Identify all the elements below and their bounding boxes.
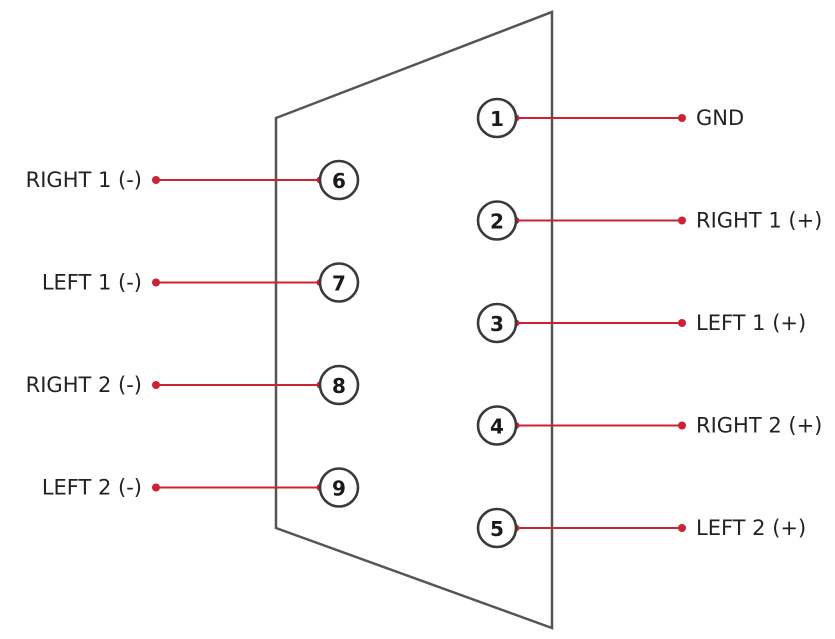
pin-3-circle <box>476 302 518 344</box>
pin-3-terminal-dot <box>678 319 686 327</box>
pin-5-label: LEFT 2 (+) <box>696 516 806 540</box>
pin-7-circle <box>318 262 360 303</box>
pin-9-circle <box>318 467 360 508</box>
pin-8-number: 8 <box>332 374 346 398</box>
pin-4-label: RIGHT 2 (+) <box>696 414 822 438</box>
pin-1-circle <box>476 97 518 139</box>
pin-3-number: 3 <box>490 312 504 336</box>
pin-4-circle <box>476 405 518 446</box>
pin-9: 9 LEFT 2 (-) <box>42 467 360 508</box>
pin-2-terminal-dot <box>678 216 686 225</box>
pin-7-terminal-dot <box>152 278 160 287</box>
pin-9-number: 9 <box>332 477 346 501</box>
pin-8: 8 RIGHT 2 (-) <box>26 364 360 406</box>
pin-2-circle <box>476 200 518 241</box>
pin-8-circle <box>318 364 360 406</box>
pin-8-label: RIGHT 2 (-) <box>26 373 142 397</box>
pin-6-label: RIGHT 1 (-) <box>26 168 142 192</box>
pin-9-label: LEFT 2 (-) <box>42 476 142 500</box>
pin-5: 5 LEFT 2 (+) <box>476 507 806 549</box>
pin-1-number: 1 <box>490 107 504 131</box>
pin-6-number: 6 <box>332 169 346 193</box>
pins-layer: 1 GND 2 RIGHT 1 (+) 3 LEFT 1 (+) 4 RIGHT 2 (+) 5… <box>26 97 822 549</box>
pin-2-label: RIGHT 1 (+) <box>696 209 822 233</box>
pin-2-number: 2 <box>490 210 504 234</box>
pin-5-number: 5 <box>490 517 504 541</box>
pin-6: 6 RIGHT 1 (-) <box>26 159 360 201</box>
pin-7-number: 7 <box>332 272 346 296</box>
pin-1-terminal-dot <box>678 114 686 122</box>
pin-3-label: LEFT 1 (+) <box>696 311 806 335</box>
pin-4-terminal-dot <box>678 421 686 430</box>
pin-7-label: LEFT 1 (-) <box>42 271 142 295</box>
pin-7: 7 LEFT 1 (-) <box>42 262 360 303</box>
pin-9-terminal-dot <box>152 483 160 492</box>
pin-8-terminal-dot <box>152 381 160 389</box>
pin-1: 1 GND <box>476 97 744 139</box>
pin-4-number: 4 <box>490 415 504 439</box>
pin-1-label: GND <box>696 106 744 130</box>
pin-5-circle <box>476 507 518 549</box>
pin-4: 4 RIGHT 2 (+) <box>476 405 822 446</box>
pin-6-circle <box>318 159 360 201</box>
pin-6-terminal-dot <box>152 176 160 184</box>
pin-3: 3 LEFT 1 (+) <box>476 302 806 344</box>
pin-2: 2 RIGHT 1 (+) <box>476 200 822 241</box>
pin-5-terminal-dot <box>678 524 686 532</box>
